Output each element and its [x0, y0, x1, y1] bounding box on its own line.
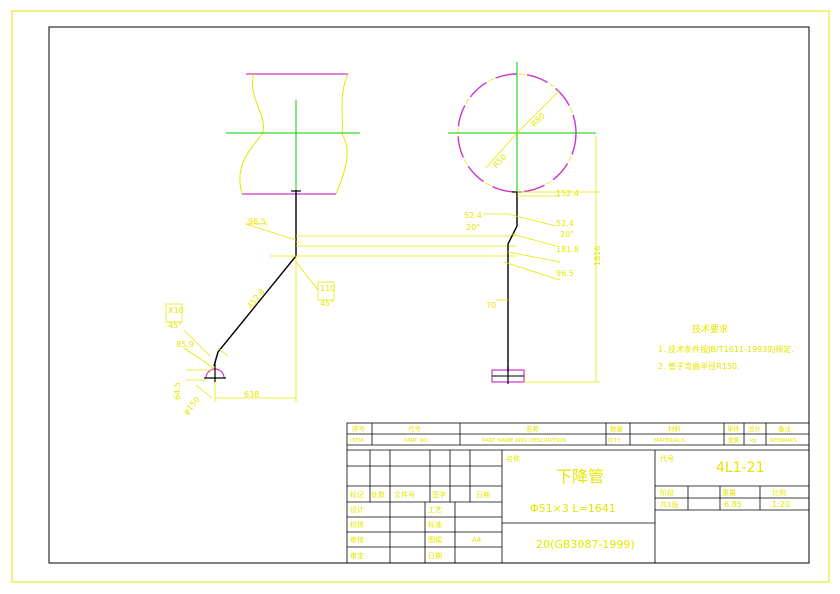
dim-left-965: 96.5 — [248, 217, 266, 226]
dim-left-angle-45: 45° — [320, 299, 334, 308]
th-cn-1: 代号 — [408, 424, 422, 433]
rev-label-0: 标记 — [350, 490, 364, 499]
dim-drum-r80: R80 — [529, 111, 547, 129]
inner-border — [48, 26, 810, 564]
angle-marker-110 — [317, 281, 335, 301]
dim-right-965: 96.5 — [556, 269, 574, 278]
dim-right-524b: 52.4 — [556, 219, 574, 228]
dim-right-20b: 20° — [560, 230, 574, 239]
th-cn-0: 序号 — [352, 424, 366, 433]
title-block — [346, 422, 810, 564]
notes-line-1: 1. 技术条件按JB/T1611-1993的规定. — [658, 344, 794, 354]
th-en-6: kg — [750, 438, 757, 444]
th-en-7: REMARKS — [770, 438, 797, 444]
scale-value: 1:20 — [772, 500, 790, 509]
left-section-left-curve — [239, 73, 265, 195]
dim-left-x10: X10 — [168, 306, 184, 315]
right-pipe — [507, 192, 518, 372]
dim-left-angle-110: 110 — [320, 284, 335, 293]
name-label: 名称 — [506, 454, 520, 463]
stage-label: 阶段 — [660, 488, 674, 497]
dim-diag-4528: 452.8 — [245, 287, 266, 311]
dim-left-859: 85.9 — [176, 340, 194, 349]
dim-right-1524: 152.4 — [556, 189, 579, 198]
dim-right-1818: 181.8 — [556, 245, 579, 254]
role2-0: 工艺 — [428, 506, 442, 514]
th-en-0: ITEM — [350, 438, 363, 444]
angle-marker-x10 — [165, 303, 183, 323]
left-section-right-curve — [335, 73, 349, 195]
notes-heading: 技术要求 — [692, 323, 728, 335]
th-en-1: PART NO. — [404, 438, 429, 444]
role-0: 设计 — [350, 505, 364, 514]
dim-left-150: φ150 — [182, 395, 202, 417]
dim-drum-r50: R50 — [491, 152, 509, 170]
th-en-5: 重量 — [728, 436, 740, 444]
drawing-spec: Φ51×3 L=1641 — [530, 502, 616, 515]
dim-right-70: 70 — [486, 301, 496, 310]
th-en-3: Q'TY — [608, 438, 621, 444]
th-en-2: PART NAME AND DESCRIPTION — [482, 438, 566, 444]
th-cn-7: 备注 — [778, 424, 792, 433]
th-en-4: MATERIALS — [654, 438, 685, 444]
technical-notes: 技术要求 1. 技术条件按JB/T1611-1993的规定. 2. 管子弯曲半径… — [658, 323, 794, 371]
dim-left-638: 638 — [244, 390, 259, 399]
role-1: 校核 — [350, 520, 364, 529]
drawing-title: 下降管 — [556, 467, 604, 486]
rev-label-3: 签字 — [432, 490, 446, 499]
th-cn-2: 名称 — [526, 424, 540, 433]
role2-3: 日期 — [428, 552, 442, 560]
rev-label-2: 文件号 — [394, 490, 415, 499]
weight-label: 重量 — [722, 489, 736, 497]
th-cn-3: 数量 — [610, 424, 624, 433]
dim-left-x10-45: 45° — [168, 321, 182, 330]
title-header-cn: 序号 代号 名称 数量 材料 单件 总计 备注 — [352, 424, 792, 433]
th-cn-4: 材料 — [668, 424, 682, 433]
scale-label: 比例 — [772, 488, 786, 497]
dim-right-1816: 1816 — [593, 246, 602, 266]
role-2: 审核 — [350, 535, 364, 544]
role-labels: 设计 校核 审核 审定 工艺 标准 图幅 日期 A4 — [350, 505, 482, 560]
outer-frame — [11, 10, 830, 583]
left-view: 96.5 110 45° 452.8 X10 45° 85.9 64.5 φ15… — [165, 73, 516, 417]
left-pipe — [213, 190, 297, 367]
notes-line-2: 2. 管子弯曲半径R150. — [658, 361, 740, 371]
role2-1: 标准 — [428, 520, 442, 529]
th-cn-5: 单件 — [727, 424, 741, 433]
role-3: 审定 — [350, 551, 364, 560]
rev-label-1: 处数 — [371, 490, 385, 499]
dim-left-645: 64.5 — [173, 382, 182, 400]
title-header-en: ITEM PART NO. PART NAME AND DESCRIPTION … — [350, 436, 797, 444]
sheet-count: 共1张 — [660, 500, 678, 509]
dim-right-20a: 20° — [466, 223, 480, 232]
drawing-material: 20(GB3087-1999) — [536, 538, 635, 551]
weight-value: 6.85 — [724, 500, 742, 509]
role2-2: 图幅 — [428, 535, 442, 544]
sheet-format: A4 — [472, 536, 482, 544]
drawing-code: 4L1-21 — [716, 460, 764, 476]
code-label: 代号 — [660, 454, 674, 463]
th-cn-6: 总计 — [748, 424, 762, 433]
dim-right-524a: 52.4 — [464, 211, 482, 220]
rev-labels: 标记 处数 文件号 签字 日期 — [350, 490, 490, 499]
right-view: R80 R50 152.4 52.4 20° 52.4 20° 181.8 96… — [448, 62, 602, 384]
rev-label-4: 日期 — [476, 491, 490, 499]
